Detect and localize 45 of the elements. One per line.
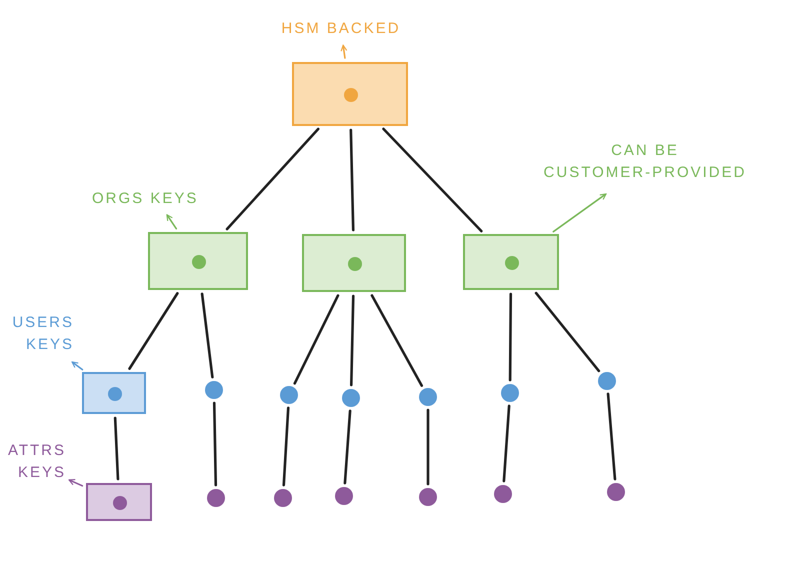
key-dot xyxy=(598,372,616,390)
key-label: USERS KEYS xyxy=(11,313,74,355)
key-box xyxy=(148,232,248,290)
connector-line xyxy=(344,410,352,484)
key-box xyxy=(82,372,146,414)
key-box xyxy=(463,234,559,290)
leader-arrow xyxy=(72,361,84,370)
leader-arrow xyxy=(340,44,348,59)
connector-line xyxy=(282,406,290,486)
key-label: CAN BE CUSTOMER-PROVIDED xyxy=(542,141,748,183)
leader-arrow xyxy=(552,193,607,232)
leader-arrow xyxy=(166,214,178,230)
connector-line xyxy=(200,292,214,378)
connector-line xyxy=(114,416,120,480)
key-dot xyxy=(501,384,519,402)
key-box xyxy=(292,62,408,126)
key-dot xyxy=(205,381,223,399)
key-box xyxy=(302,234,406,292)
key-label: HSM BACKED xyxy=(280,19,402,39)
connector-line xyxy=(128,292,179,370)
key-dot xyxy=(335,487,353,505)
key-dot xyxy=(342,389,360,407)
leader-arrow xyxy=(68,479,84,487)
key-dot xyxy=(607,483,625,501)
connector-line xyxy=(293,294,340,385)
connector-line xyxy=(350,294,355,386)
key-label: ORGS KEYS xyxy=(92,189,200,209)
key-box xyxy=(86,483,152,521)
key-dot xyxy=(494,485,512,503)
connector-line xyxy=(606,392,616,480)
key-dot xyxy=(274,489,292,507)
connector-line xyxy=(226,128,320,230)
key-dot xyxy=(419,388,437,406)
connector-line xyxy=(212,402,218,486)
key-dot xyxy=(419,488,437,506)
connector-line xyxy=(426,408,430,486)
connector-line xyxy=(370,294,424,387)
key-dot xyxy=(207,489,225,507)
key-dot xyxy=(280,386,298,404)
connector-line xyxy=(508,292,512,382)
connector-line xyxy=(382,128,483,232)
key-label: ATTRS KEYS xyxy=(6,441,66,483)
connector-line xyxy=(350,128,355,232)
connector-line xyxy=(502,404,510,482)
connector-line xyxy=(534,292,600,372)
